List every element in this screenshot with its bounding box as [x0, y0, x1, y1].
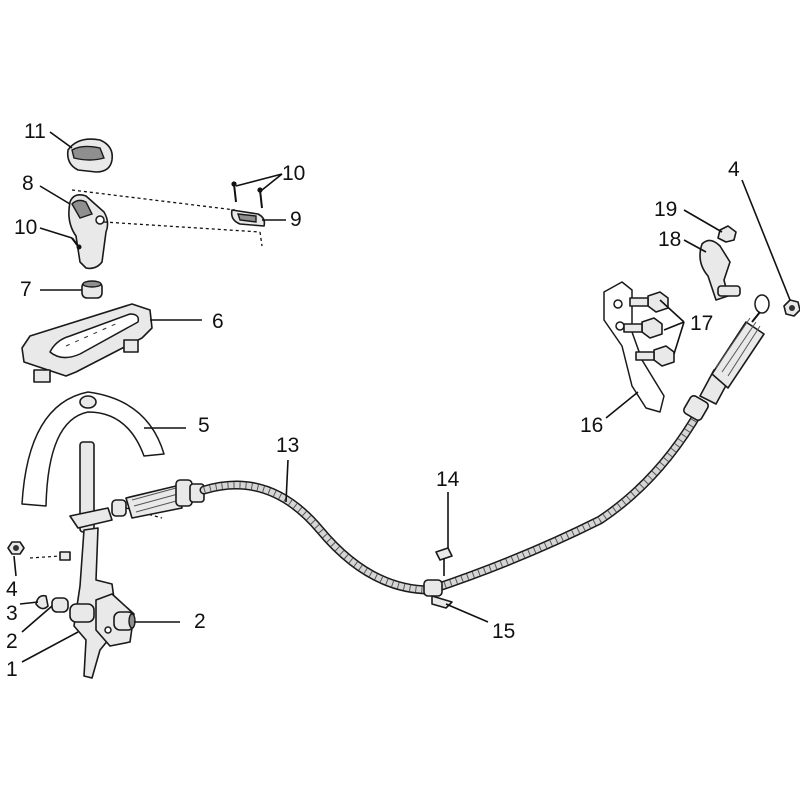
shift-knob-part	[68, 194, 109, 270]
shift-cable-part	[111, 294, 770, 609]
callout-16: 16	[580, 414, 603, 437]
leader-lines	[13, 131, 791, 663]
knob-screw-part	[71, 237, 82, 250]
button-screws-part	[231, 181, 263, 209]
lever-nut-part	[717, 225, 737, 243]
callout-10-left: 10	[14, 216, 37, 239]
shift-lever-assembly	[69, 441, 135, 679]
callout-3: 3	[6, 602, 18, 625]
nut-part-left	[7, 541, 25, 555]
callout-8: 8	[22, 172, 34, 195]
clip-part	[35, 594, 49, 610]
knob-bushing-part	[81, 280, 103, 299]
callout-5: 5	[198, 414, 210, 437]
callout-4-left: 4	[6, 578, 18, 601]
callout-1: 1	[6, 658, 18, 681]
cable-mounting-bracket-part	[603, 281, 665, 413]
shift-button-part	[230, 209, 266, 227]
pivot-bushing-part	[51, 597, 95, 623]
callout-10-right: 10	[282, 162, 305, 185]
bolt-part-left	[29, 551, 71, 561]
knob-alignment-dashed-lines	[71, 189, 263, 247]
knob-cap-part	[66, 138, 114, 173]
callout-9: 9	[290, 208, 302, 231]
callout-6: 6	[212, 310, 224, 333]
callout-2-left: 2	[6, 630, 18, 653]
callout-17: 17	[690, 312, 713, 335]
callout-numbers: 11 8 10 10 9 7 6 5 4 3 2 1 2 13 14 15 16…	[6, 120, 740, 681]
callout-18: 18	[658, 228, 681, 251]
cable-bolt-part	[435, 547, 453, 576]
shift-bezel-part	[21, 303, 153, 383]
nut-part-right	[783, 299, 800, 317]
callout-2-right: 2	[194, 610, 206, 633]
selector-lever-part	[699, 239, 741, 301]
callout-4-right: 4	[728, 158, 740, 181]
callout-15: 15	[492, 620, 515, 643]
callout-13: 13	[276, 434, 299, 457]
callout-19: 19	[654, 198, 677, 221]
bushing-part-right	[113, 611, 136, 631]
callout-7: 7	[20, 278, 32, 301]
shifter-seal-part	[21, 391, 165, 507]
bracket-bolts-part	[623, 291, 675, 367]
callout-11: 11	[24, 120, 46, 143]
callout-14: 14	[436, 468, 460, 491]
